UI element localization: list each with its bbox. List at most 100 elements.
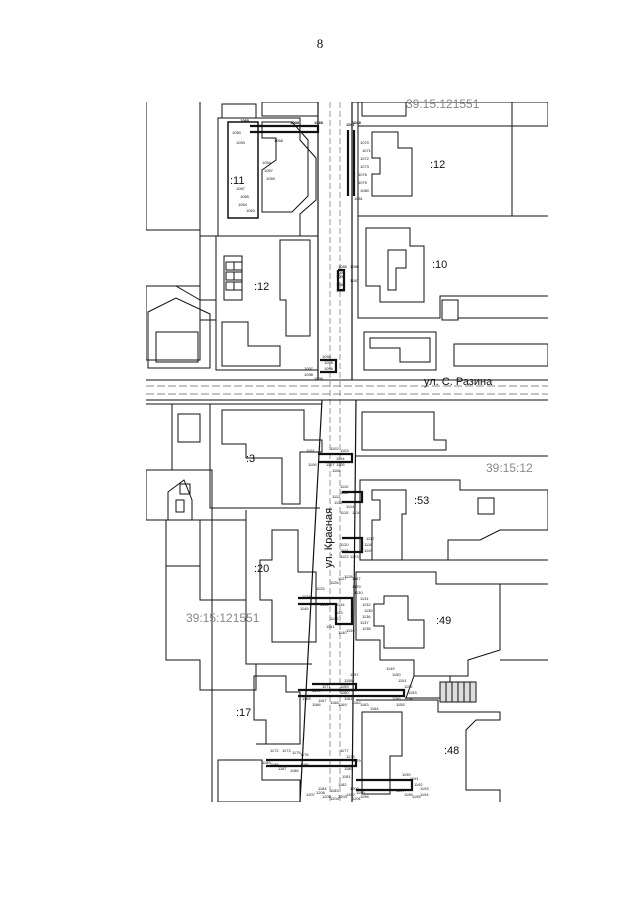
boundary-point-label: 1198 [360, 794, 369, 799]
boundary-point-label: 1050 [232, 130, 242, 135]
boundary-point-label: 1057 [264, 168, 274, 173]
street-label-razina: ул. С. Разина [424, 376, 493, 388]
boundary-point-label: 1150 [392, 672, 401, 677]
boundary-point-label: 1161 [344, 696, 353, 701]
cadastral-quarter-label: 39:15:12 [486, 461, 533, 475]
boundary-point-label: 1212 [352, 120, 362, 125]
boundary-point-label: 1162 [352, 700, 361, 705]
boundary-point-label: 1156 [392, 696, 401, 701]
boundary-point-label: 1168 [330, 700, 339, 705]
boundary-point-label: 1126 [330, 580, 339, 585]
boundary-point-label: 1200 [350, 786, 360, 791]
boundary-point-label: 1163 [360, 702, 369, 707]
street-label-krasnaya: ул. Красная [323, 508, 335, 568]
boundary-point-label: 1112 [332, 494, 341, 499]
boundary-point-label: 1199 [356, 790, 365, 795]
boundary-point-label: 1166 [312, 702, 321, 707]
boundary-point-label: 1097 [304, 366, 314, 371]
boundary-point-label: 1106 [308, 462, 317, 467]
boundary-point-label: 1205 [322, 794, 332, 799]
boundary-point-label: 1086 [350, 264, 360, 269]
boundary-point-label: 1128 [344, 574, 353, 579]
boundary-point-label: 1104 [336, 456, 345, 461]
boundary-point-label: 1137 [360, 620, 369, 625]
boundary-point-label: 1178 [346, 754, 355, 759]
boundary-point-label: 1185 [300, 762, 309, 767]
boundary-point-label: 1196 [404, 792, 413, 797]
boundary-point-label: 1095 [324, 360, 334, 365]
boundary-point-label: 1131 [360, 596, 369, 601]
boundary-point-label: 1183 [330, 788, 339, 793]
boundary-point-label: 1116 [352, 510, 361, 515]
boundary-point-label: 1122 [340, 554, 349, 559]
boundary-point-label: 1110 [340, 484, 349, 489]
boundary-point-label: 1139 [346, 628, 355, 633]
boundary-point-label: 1121 [340, 548, 349, 553]
boundary-point-label: 1187 [278, 766, 287, 771]
boundary-point-label: 1164 [370, 706, 379, 711]
boundary-point-label: 1065 [240, 194, 250, 199]
boundary-point-label: 1053 [236, 140, 246, 145]
boundary-point-label: 1158 [344, 678, 353, 683]
boundary-point-label: 1160 [340, 690, 349, 695]
boundary-point-label: 1172 [270, 748, 279, 753]
boundary-point-label: 1047 [346, 122, 356, 127]
boundary-point-label: 1206 [316, 790, 326, 795]
lot-label: :10 [432, 259, 447, 271]
boundary-point-label: 1141 [326, 624, 335, 629]
boundary-point-label: 1054 [262, 160, 272, 165]
boundary-point-label: 1176 [300, 752, 309, 757]
boundary-point-label: 1067 [236, 186, 246, 191]
boundary-point-label: 1120 [340, 542, 349, 547]
boundary-point-label: 1197 [396, 788, 405, 793]
boundary-point-label: 1189 [262, 760, 271, 765]
boundary-point-label: 1087 [350, 278, 360, 283]
boundary-point-label: 1118 [364, 542, 373, 547]
boundary-point-label: 1159 [340, 684, 349, 689]
boundary-point-label: 1177 [340, 748, 349, 753]
boundary-point-label: 1132 [362, 602, 371, 607]
boundary-point-label: 1090 [336, 274, 346, 279]
boundary-point-label: 1140 [338, 630, 347, 635]
lot-label: :48 [444, 745, 459, 757]
boundary-point-label: 1147 [352, 576, 361, 581]
boundary-point-label: 1204 [330, 796, 340, 801]
boundary-point-label: 1125 [316, 586, 325, 591]
boundary-point-label: 1098 [304, 372, 314, 377]
boundary-point-label: 1209 [290, 120, 300, 125]
boundary-point-label: 1071 [362, 148, 372, 153]
boundary-point-label: 1101 [306, 448, 315, 453]
boundary-point-label: 1207 [306, 792, 316, 797]
boundary-point-label: 1142 [330, 616, 339, 621]
boundary-point-label: 1135 [364, 608, 373, 613]
boundary-point-label: 1059 [266, 176, 276, 181]
boundary-point-label: 1170 [312, 688, 321, 693]
boundary-point-label: 1124 [302, 594, 311, 599]
boundary-point-label: 1184 [318, 786, 327, 791]
boundary-point-label: 1138 [362, 626, 371, 631]
boundary-point-label: 1146 [320, 602, 329, 607]
boundary-point-label: 1076 [358, 172, 368, 177]
lot-label: :12 [254, 281, 269, 293]
boundary-point-label: 1088 [336, 282, 346, 287]
boundary-point-label: 1191 [410, 776, 419, 781]
boundary-point-label: 1181 [342, 774, 351, 779]
boundary-point-label: 1091 [336, 270, 346, 275]
boundary-point-label: 1085 [338, 264, 348, 269]
boundary-point-label: 1117 [366, 536, 375, 541]
boundary-point-label: 1149 [386, 666, 395, 671]
boundary-point-label: 1119 [364, 548, 373, 553]
boundary-point-label: 1123 [350, 554, 359, 559]
lot-label: :3 [246, 453, 255, 465]
cadastral-quarter-label: 39:15:121551 [186, 611, 260, 625]
boundary-point-label: 1089 [336, 288, 346, 293]
boundary-point-label: 1182 [338, 782, 347, 787]
boundary-point-label: 1043 [240, 118, 250, 123]
boundary-point-label: 1180 [344, 766, 353, 771]
boundary-point-label: 1201 [352, 796, 362, 801]
boundary-point-label: 1171 [322, 684, 331, 689]
boundary-point-label: 1167 [318, 698, 327, 703]
boundary-point-label: 1155 [396, 702, 405, 707]
boundary-point-label: 1144 [336, 602, 345, 607]
